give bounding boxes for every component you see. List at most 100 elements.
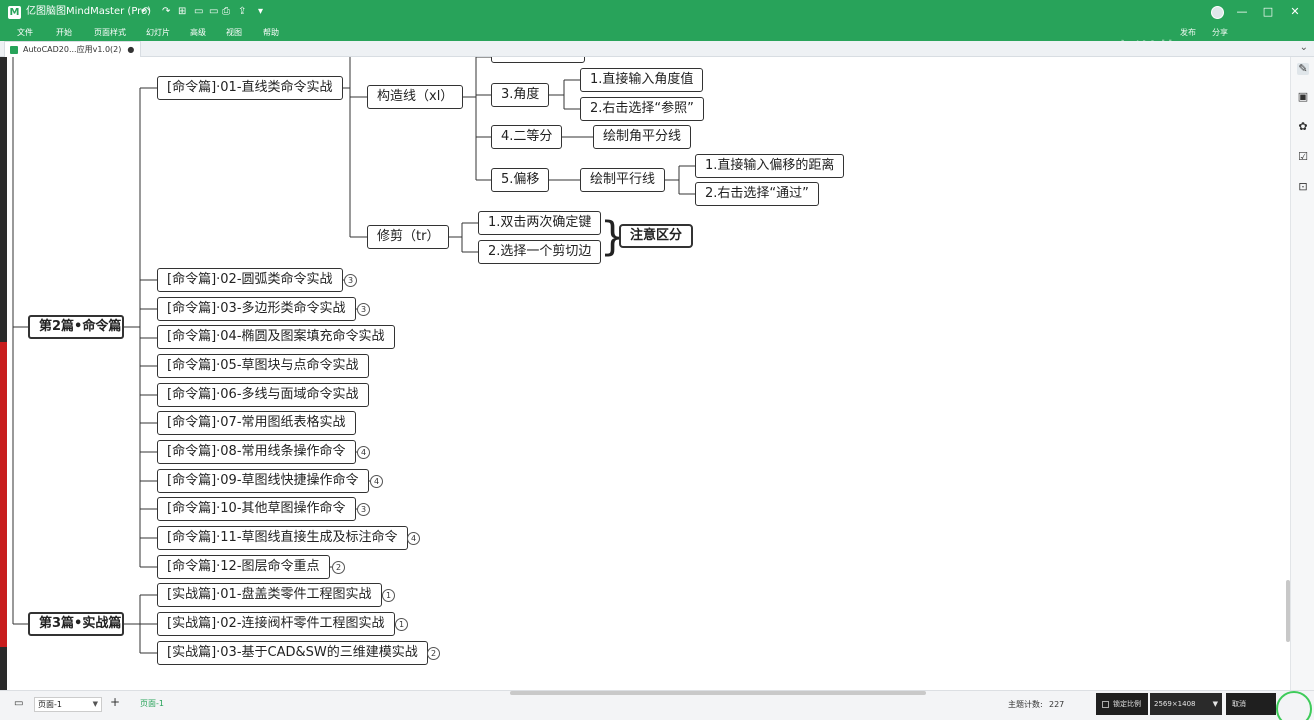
- document-tab[interactable]: AutoCAD20...应用v1.0(2) ●: [4, 41, 142, 57]
- topic-command-05[interactable]: [命令篇]·05-草图块与点命令实战: [157, 354, 369, 378]
- main-topic-commands[interactable]: 第2篇•命令篇: [28, 315, 124, 339]
- menu-help[interactable]: 帮助: [263, 28, 279, 37]
- print-icon[interactable]: ⎙: [222, 6, 230, 17]
- confirm-capture-button[interactable]: [1276, 691, 1312, 720]
- subtopic-count-badge[interactable]: 3: [357, 303, 370, 316]
- subtopic-count-badge[interactable]: 4: [370, 475, 383, 488]
- topic-command-06[interactable]: [命令篇]·06-多线与面域命令实战: [157, 383, 369, 407]
- menu-advanced[interactable]: 高级: [190, 28, 206, 37]
- page-tab-active[interactable]: 页面-1: [140, 699, 164, 708]
- task-icon[interactable]: ☑: [1298, 150, 1308, 163]
- redo-icon[interactable]: ↷: [162, 6, 171, 17]
- topic-command-03[interactable]: [命令篇]·03-多边形类命令实战: [157, 297, 356, 321]
- subtopic-count-badge[interactable]: 4: [357, 446, 370, 459]
- subtopic-construction-line[interactable]: 构造线（xl）: [367, 85, 464, 109]
- page-dropdown-value: 页面-1: [38, 700, 62, 709]
- topic-practice-02[interactable]: [实战篇]·02-连接阀杆零件工程图实战: [157, 612, 395, 636]
- share-button[interactable]: 分享: [1212, 28, 1228, 37]
- minimize-button[interactable]: —: [1236, 5, 1248, 18]
- new-file-icon[interactable]: ⊞: [178, 6, 187, 17]
- vertical-scrollbar[interactable]: [1286, 580, 1290, 642]
- subtopic-count-badge[interactable]: 3: [344, 274, 357, 287]
- subtopic-count-badge[interactable]: 2: [332, 561, 345, 574]
- close-window-button[interactable]: ✕: [1290, 5, 1300, 18]
- subtopic-angle-input[interactable]: 1.直接输入角度值: [580, 68, 704, 92]
- resolution-select[interactable]: 2569×1408 ▼: [1150, 693, 1222, 715]
- subtopic-count-badge[interactable]: 3: [357, 503, 370, 516]
- topic-command-07[interactable]: [命令篇]·07-常用图纸表格实战: [157, 411, 356, 435]
- unsaved-dot-icon: ●: [127, 45, 135, 54]
- topic-command-11[interactable]: [命令篇]·11-草图线直接生成及标注命令: [157, 526, 408, 550]
- lock-ratio-label: 锁定比例: [1113, 700, 1141, 708]
- menu-view[interactable]: 视图: [226, 28, 242, 37]
- subtopic-offset-distance[interactable]: 1.直接输入偏移的距离: [695, 154, 845, 178]
- add-page-button[interactable]: +: [110, 695, 121, 709]
- subtopic-trim-double-enter[interactable]: 1.双击两次确定键: [478, 211, 602, 235]
- document-tab-bar: AutoCAD20...应用v1.0(2) ● ⌄: [0, 41, 1314, 57]
- topic-command-09[interactable]: [命令篇]·09-草图线快捷操作命令: [157, 469, 369, 493]
- subtopic-parallel-line[interactable]: 绘制平行线: [580, 168, 666, 192]
- mindmap-canvas[interactable]: 第2篇•命令篇 第3篇•实战篇 [命令篇]·01-直线类命令实战 [命令篇]·0…: [7, 57, 1285, 690]
- horizontal-scrollbar[interactable]: [510, 691, 926, 695]
- topic-command-01[interactable]: [命令篇]·01-直线类命令实战: [157, 76, 343, 100]
- app-logo-icon: M: [8, 6, 21, 19]
- left-edge-red-block: [0, 342, 7, 647]
- subtopic-count-badge[interactable]: 2: [427, 647, 440, 660]
- outline-icon[interactable]: ⊡: [1298, 180, 1308, 193]
- page-list-icon[interactable]: ▭: [14, 698, 24, 709]
- subtopic-offset[interactable]: 5.偏移: [491, 168, 550, 192]
- document-tab-label: AutoCAD20...应用v1.0(2): [23, 45, 122, 54]
- topic-practice-03[interactable]: [实战篇]·03-基于CAD&SW的三维建模实战: [157, 641, 428, 665]
- theme-icon[interactable]: ✿: [1298, 120, 1308, 133]
- topic-count-value: 227: [1049, 700, 1065, 709]
- subtopic-offset-through[interactable]: 2.右击选择“通过”: [695, 182, 819, 206]
- image-panel-icon[interactable]: ▣: [1297, 90, 1309, 103]
- topic-command-10[interactable]: [命令篇]·10-其他草图操作命令: [157, 497, 356, 521]
- topic-command-02[interactable]: [命令篇]·02-圆弧类命令实战: [157, 268, 343, 292]
- main-topic-practice[interactable]: 第3篇•实战篇: [28, 612, 124, 636]
- lock-ratio-checkbox[interactable]: [1102, 700, 1109, 708]
- collapse-tabs-icon[interactable]: ⌄: [1299, 42, 1308, 53]
- subtopic-bisect[interactable]: 4.二等分: [491, 125, 563, 149]
- export-icon[interactable]: ⇪: [238, 6, 247, 17]
- right-side-toolbar: ✎ ▣ ✿ ☑ ⊡: [1290, 57, 1314, 690]
- topic-count-label: 主题计数:: [1008, 700, 1043, 709]
- subtopic-trim-select-edge[interactable]: 2.选择一个剪切边: [478, 240, 602, 264]
- undo-icon[interactable]: ↶: [141, 6, 150, 17]
- subtopic-angle[interactable]: 3.角度: [491, 83, 550, 107]
- cancel-label: 取消: [1232, 700, 1246, 708]
- status-bar: ▭ 页面-1 ▼ + 页面-1 主题计数: 227 锁定比例 2569×1408…: [0, 690, 1314, 720]
- connector-lines: [12, 57, 695, 654]
- subtopic-count-badge[interactable]: 1: [395, 618, 408, 631]
- subtopic-bisect-line[interactable]: 绘制角平分线: [593, 125, 692, 149]
- subtopic-count-badge[interactable]: 4: [407, 532, 420, 545]
- save-icon[interactable]: ▭: [209, 6, 219, 17]
- topic-command-04[interactable]: [命令篇]·04-椭圆及图案填充命令实战: [157, 325, 395, 349]
- chevron-down-icon: ▼: [1212, 700, 1218, 708]
- customize-menu-icon[interactable]: ▾: [258, 6, 264, 17]
- cancel-button[interactable]: 取消: [1226, 693, 1276, 715]
- maximize-button[interactable]: □: [1262, 5, 1274, 18]
- subtopic-angle-reference[interactable]: 2.右击选择“参照”: [580, 97, 704, 121]
- title-bar: M 亿图脑图MindMaster (Pro) ↶ ↷ ⊞ ▭ ▭ ⎙ ⇪ ▾ —…: [0, 0, 1314, 25]
- summary-note[interactable]: 注意区分: [619, 224, 694, 248]
- menu-slides[interactable]: 幻灯片: [146, 28, 170, 37]
- user-avatar[interactable]: [1211, 6, 1224, 19]
- page-dropdown[interactable]: 页面-1 ▼: [34, 697, 102, 712]
- chevron-down-icon: ▼: [92, 700, 98, 708]
- menu-start[interactable]: 开始: [56, 28, 72, 37]
- subtopic-count-badge[interactable]: 1: [382, 589, 395, 602]
- lock-ratio-toggle[interactable]: 锁定比例: [1096, 693, 1148, 715]
- publish-button[interactable]: 发布: [1180, 28, 1196, 37]
- topic-command-12[interactable]: [命令篇]·12-图层命令重点: [157, 555, 330, 579]
- topic-node-clipped[interactable]: [491, 57, 585, 63]
- subtopic-trim[interactable]: 修剪（tr）: [367, 225, 450, 249]
- topic-command-08[interactable]: [命令篇]·08-常用线条操作命令: [157, 440, 356, 464]
- format-brush-icon[interactable]: ✎: [1297, 62, 1309, 75]
- app-title: 亿图脑图MindMaster (Pro): [26, 6, 152, 17]
- menu-bar: 文件 开始 页面样式 幻灯片 高级 视图 帮助 发布 分享: [0, 25, 1314, 41]
- open-folder-icon[interactable]: ▭: [194, 6, 204, 17]
- menu-file[interactable]: 文件: [17, 28, 33, 37]
- menu-page-style[interactable]: 页面样式: [94, 28, 126, 37]
- topic-practice-01[interactable]: [实战篇]·01-盘盖类零件工程图实战: [157, 583, 382, 607]
